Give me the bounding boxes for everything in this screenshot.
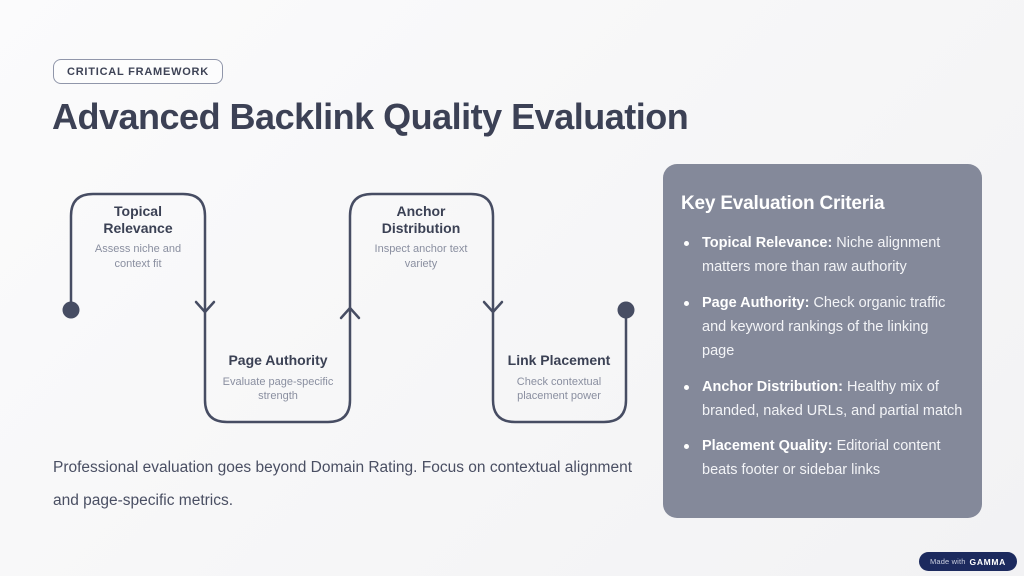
flow-node-title: Anchor Distribution <box>381 203 461 236</box>
flow-node-subtitle: Check contextual placement power <box>516 375 602 403</box>
made-with-gamma-badge[interactable]: Made with GAMMA <box>919 552 1017 571</box>
flow-end-dot <box>617 301 635 319</box>
bullet-dot-icon <box>684 384 689 390</box>
flow-node-page-authority: Page Authority Evaluate page-specific st… <box>208 352 348 404</box>
flow-node-subtitle: Assess niche and context fit <box>94 243 182 270</box>
flow-node-title: Topical Relevance <box>103 203 173 236</box>
page-title: Advanced Backlink Quality Evaluation <box>52 96 689 137</box>
gamma-logo: GAMMA <box>969 556 1006 567</box>
list-item: Placement Quality: Editorial content bea… <box>679 435 964 483</box>
list-item: Page Authority: Check organic traffic an… <box>679 292 964 364</box>
flow-node-subtitle: Inspect anchor text variety <box>374 243 468 270</box>
panel-title: Key Evaluation Criteria <box>681 193 885 214</box>
footer-note: Professional evaluation goes beyond Doma… <box>53 459 633 509</box>
flow-start-dot <box>62 301 80 319</box>
list-item-text: Page Authority: Check organic traffic an… <box>702 294 946 359</box>
list-item-text: Anchor Distribution: Healthy mix of bran… <box>702 378 963 419</box>
list-item-text: Topical Relevance: Niche alignment matte… <box>702 235 941 275</box>
flow-node-anchor-distribution: Anchor Distribution Inspect anchor text … <box>351 203 491 272</box>
made-with-label: Made with <box>930 557 966 566</box>
flow-node-link-placement: Link Placement Check contextual placemen… <box>489 352 629 404</box>
bullet-dot-icon <box>684 241 689 246</box>
kicker-badge: CRITICAL FRAMEWORK <box>53 59 223 84</box>
flow-node-title: Link Placement <box>507 352 611 368</box>
criteria-list: Topical Relevance: Niche alignment matte… <box>679 232 964 483</box>
flow-node-subtitle: Evaluate page-specific strength <box>222 375 334 403</box>
bullet-dot-icon <box>684 300 689 306</box>
bullet-dot-icon <box>684 444 689 450</box>
list-item: Topical Relevance: Niche alignment matte… <box>679 232 964 280</box>
arrow-down-icon <box>194 300 216 314</box>
arrow-up-icon <box>339 306 361 320</box>
arrow-down-icon <box>482 300 504 314</box>
list-item-text: Placement Quality: Editorial content bea… <box>702 438 941 479</box>
list-item: Anchor Distribution: Healthy mix of bran… <box>679 376 964 424</box>
key-criteria-panel: Key Evaluation Criteria Topical Relevanc… <box>663 164 982 518</box>
flow-node-topical-relevance: Topical Relevance Assess niche and conte… <box>68 203 208 272</box>
flow-node-title: Page Authority <box>228 352 328 368</box>
